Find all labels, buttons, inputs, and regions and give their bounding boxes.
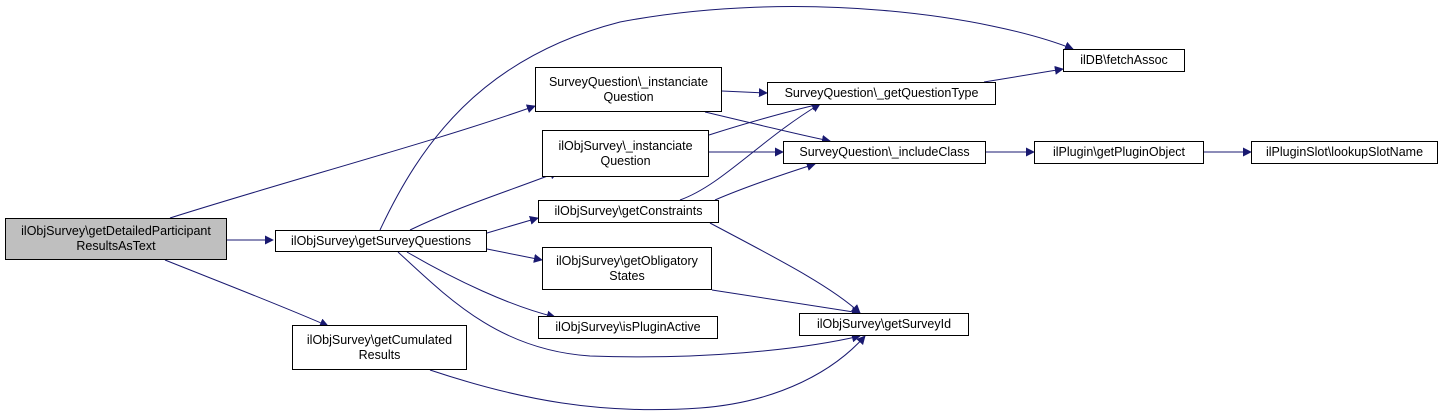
node-includeClass[interactable]: SurveyQuestion\_includeClass (783, 141, 986, 164)
node-label-line: ilObjSurvey\getSurveyId (816, 317, 952, 331)
edge-sqInstanciate-to-getQuestionType (721, 88, 768, 98)
node-label-line: ilDB\fetchAssoc (1080, 53, 1168, 67)
node-label-line: SurveyQuestion\_getQuestionType (784, 86, 979, 100)
node-label-line: ilPlugin\getPluginObject (1052, 145, 1186, 159)
edge-getConstraints-to-getSurveyId (709, 222, 861, 314)
edge-getObligatory-to-getSurveyId (711, 289, 861, 317)
edge-getCumulatedResults-to-getSurveyId (429, 335, 866, 411)
edge-getConstraints-to-getQuestionType (679, 103, 821, 201)
edge-getSurveyQuestions-to-getSurveyId (397, 251, 861, 358)
edge-getSurveyQuestions-to-fetchAssoc (379, 6, 1074, 231)
edge-root-to-getCumulatedResults (164, 259, 329, 327)
edge-getSurveyQuestions-to-isPluginActive (406, 251, 556, 320)
node-isPluginActive[interactable]: ilObjSurvey\isPluginActive (538, 316, 718, 339)
edge-getQuestionType-to-fetchAssoc (983, 65, 1064, 83)
node-label-line: Results (358, 347, 401, 362)
edge-getSurveyQuestions-to-osInstanciate (409, 170, 559, 231)
node-getSurveyId[interactable]: ilObjSurvey\getSurveyId (799, 313, 969, 336)
node-getConstraints[interactable]: ilObjSurvey\getConstraints (538, 200, 719, 223)
edge-osInstanciate-to-getQuestionType (708, 101, 821, 136)
node-label-line: Question (600, 153, 651, 168)
node-label-line: ilObjSurvey\getDetailedParticipant (21, 224, 211, 238)
node-label-line: ilObjSurvey\getObligatory (556, 253, 698, 268)
node-label-line: ResultsAsText (76, 239, 156, 253)
node-getPluginObject[interactable]: ilPlugin\getPluginObject (1034, 141, 1204, 164)
edge-getSurveyQuestions-to-getObligatory (486, 248, 543, 263)
edge-getSurveyQuestions-to-getConstraints (486, 215, 539, 234)
node-label-line: ilObjSurvey\isPluginActive (555, 320, 701, 334)
edge-root-to-sqInstanciate (169, 104, 536, 219)
node-label-line: States (609, 268, 645, 283)
node-fetchAssoc[interactable]: ilDB\fetchAssoc (1063, 49, 1185, 72)
edge-getConstraints-to-includeClass (714, 162, 816, 201)
node-label-line: ilObjSurvey\getConstraints (554, 204, 703, 218)
node-label-line: ilPluginSlot\lookupSlotName (1265, 145, 1424, 159)
node-label-line: ilObjSurvey\getSurveyQuestions (291, 233, 471, 248)
node-label-line: ilObjSurvey\getCumulated (306, 332, 453, 347)
node-label-line: SurveyQuestion\_instanciate (548, 74, 709, 89)
node-lookupSlotName[interactable]: ilPluginSlot\lookupSlotName (1251, 141, 1438, 164)
edge-sqInstanciate-to-includeClass (704, 111, 831, 144)
node-label-line: ilObjSurvey\_instanciate (558, 138, 693, 153)
node-getQuestionType[interactable]: SurveyQuestion\_getQuestionType (767, 82, 996, 105)
node-getSurveyQuestions[interactable]: ilObjSurvey\getSurveyQuestions (275, 230, 487, 252)
node-label-line: SurveyQuestion\_includeClass (799, 145, 970, 159)
node-label-line: Question (603, 89, 654, 104)
